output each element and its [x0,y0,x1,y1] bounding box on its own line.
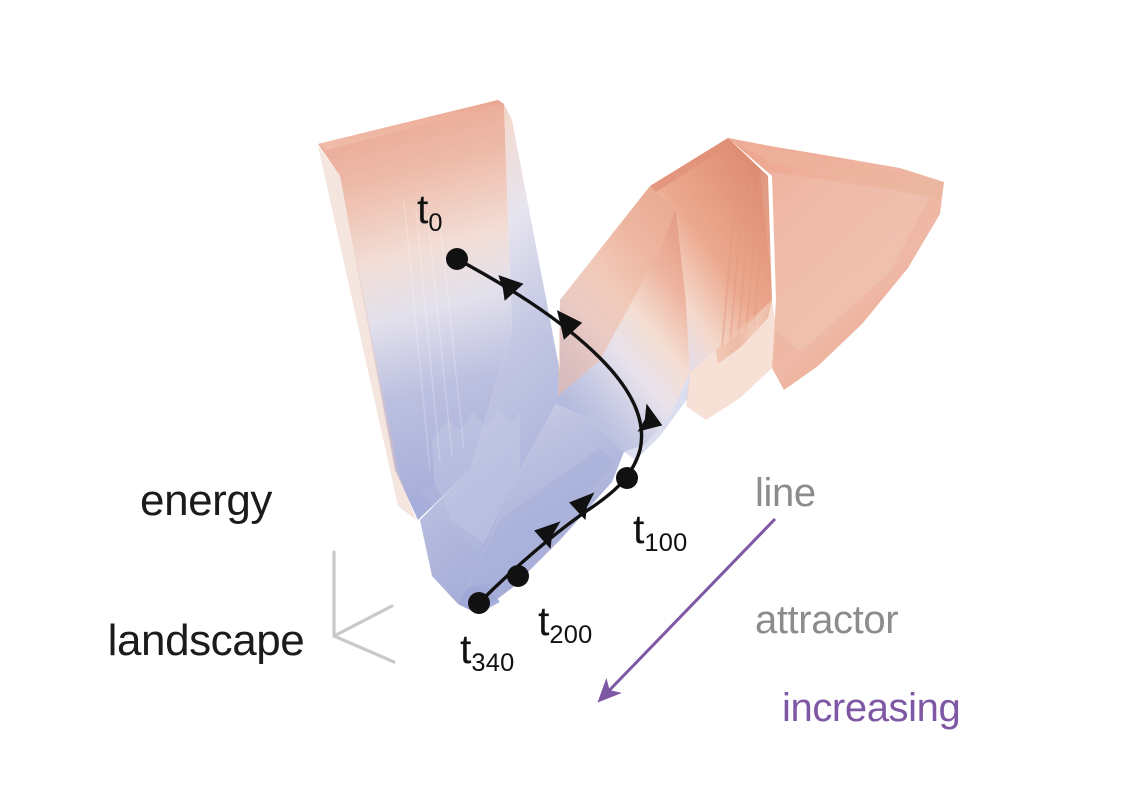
timepoint-subscript-t0: 0 [428,208,443,237]
axes-indicator [332,550,396,664]
left-wing-surface [318,100,512,520]
energy-landscape-line1: energy [140,476,272,526]
timepoint-letter-t100: t [633,506,645,552]
right-wing-surface [728,138,944,390]
right-inner-wall [556,186,690,460]
timepoint-subscript-t200: 200 [549,620,593,649]
trajectory-point-t0 [446,248,468,270]
right-wing-skirt [686,300,776,420]
line-attractor-line2: attractor [755,597,899,642]
trajectory-point-t200 [507,565,529,587]
line-attractor-line1: line [755,470,816,515]
line-attractor-label: line attractor [755,387,899,726]
increasing-aggressiveness-label: increasing aggressivenes [782,602,1035,800]
timepoint-label-t200: t200 [538,598,593,649]
trajectory-point-t100 [616,467,638,489]
timepoint-letter-t340: t [460,626,472,672]
timepoint-label-t0: t0 [417,186,443,237]
trajectory-arrowheads [498,275,663,550]
left-inner-wall [403,104,560,604]
timepoint-label-t100: t100 [633,506,688,557]
timepoint-label-t340: t340 [460,626,515,677]
timepoint-letter-t200: t [538,598,550,644]
energy-landscape-line2: landscape [107,616,305,666]
timepoint-subscript-t340: 340 [471,648,515,677]
timepoint-subscript-t100: 100 [644,528,688,557]
increasing-aggressiveness-arrow [597,517,777,703]
increasing-aggressiveness-line1: increasing [782,685,961,730]
timepoint-letter-t0: t [417,186,429,232]
trajectory [446,248,663,614]
energy-landscape-label: energy landscape [56,385,356,758]
trajectory-point-t340 [468,592,490,614]
